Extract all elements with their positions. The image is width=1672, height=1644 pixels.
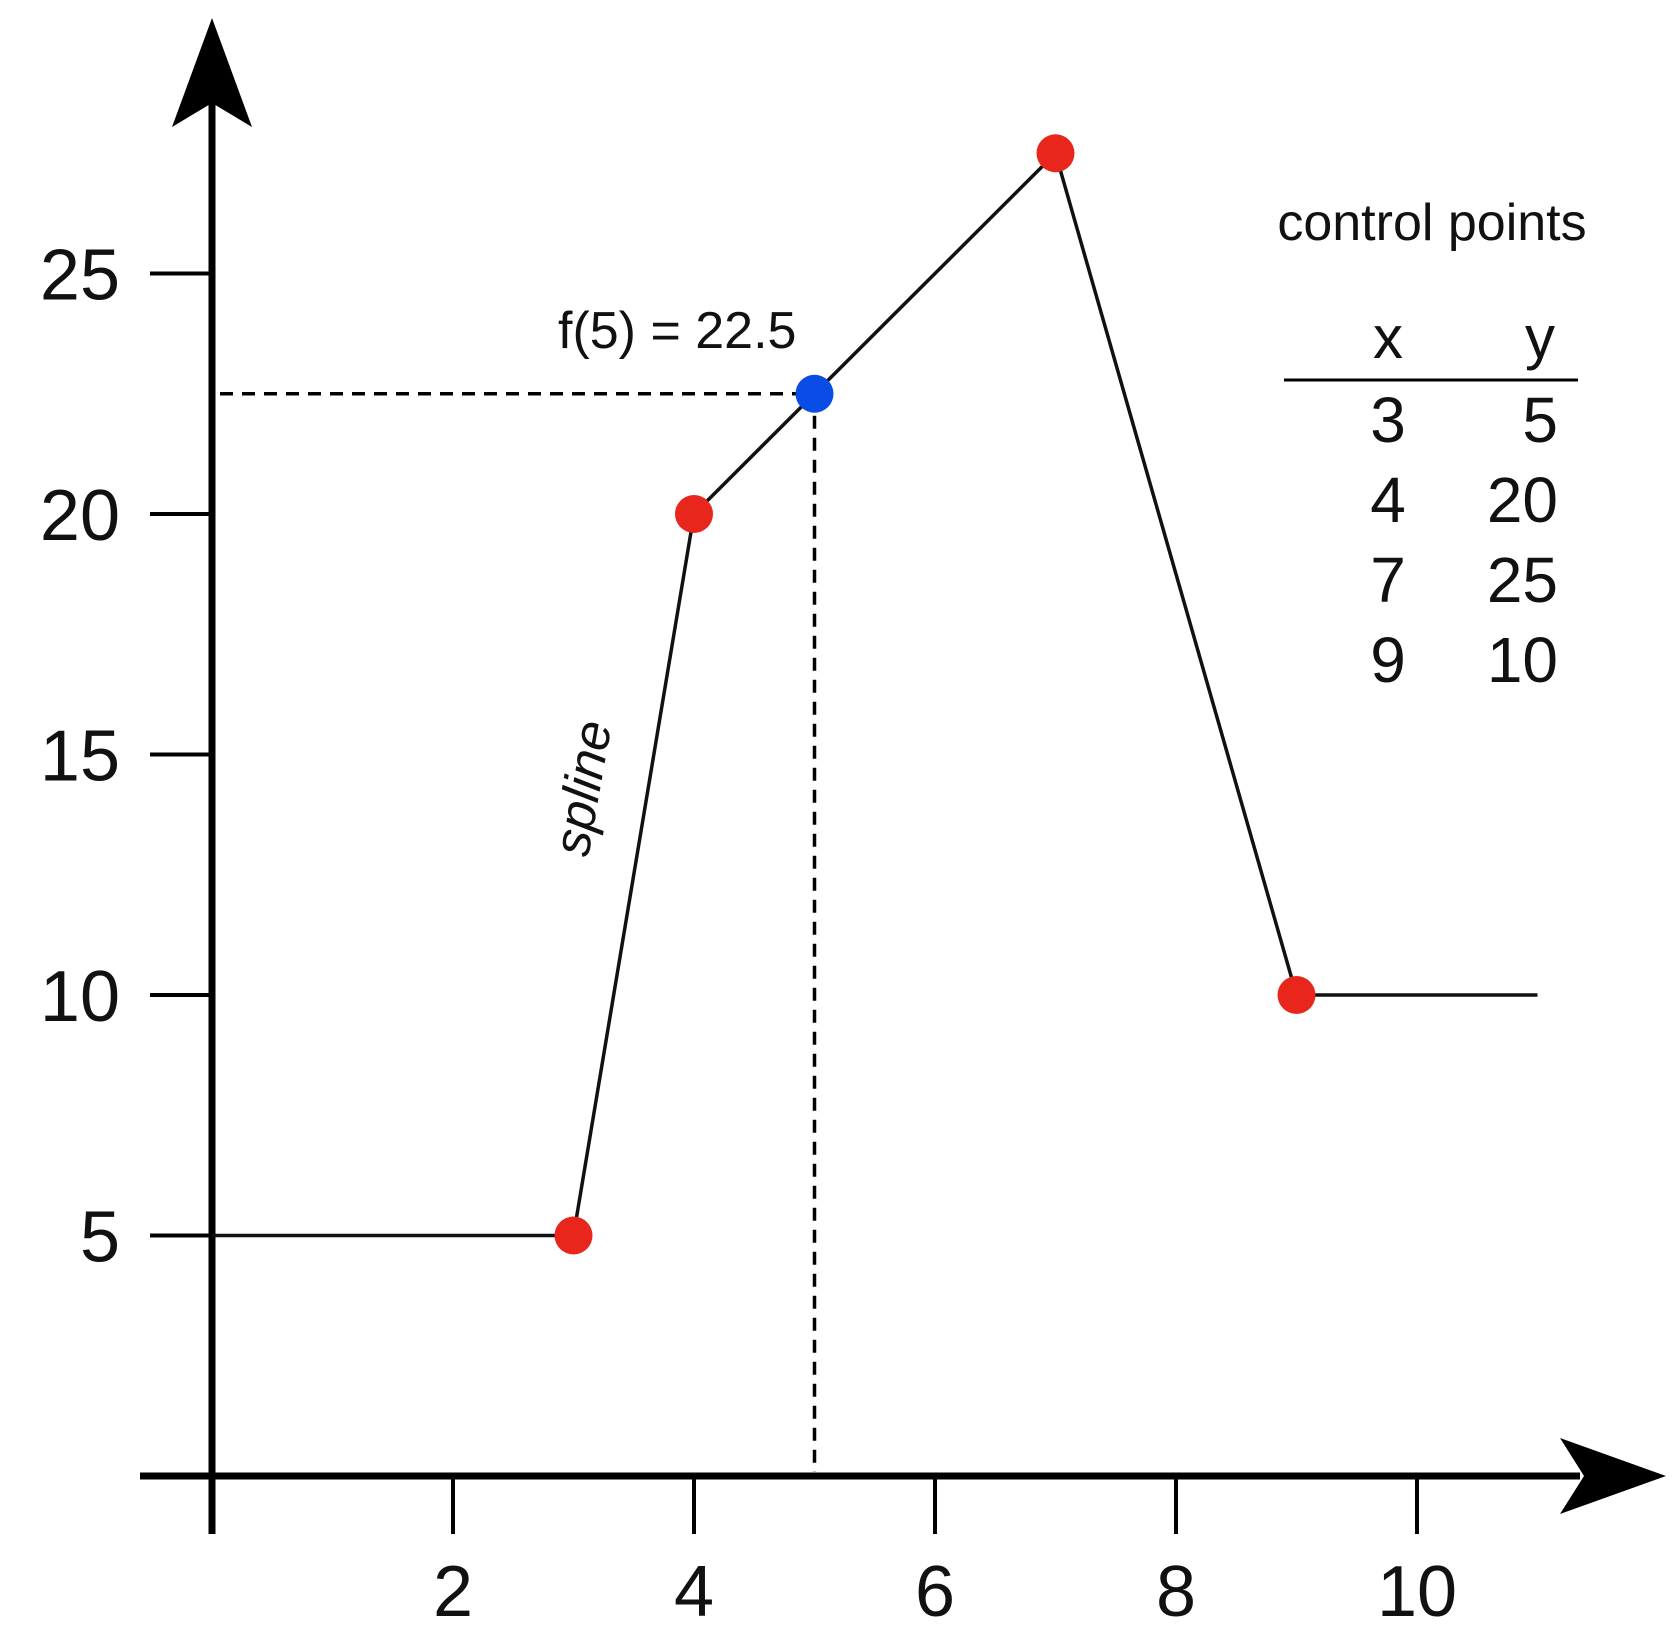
x-tick-label: 4: [674, 1552, 714, 1632]
table-header-y: y: [1525, 304, 1555, 371]
table-cell: 7: [1370, 544, 1406, 616]
evaluated-point: [795, 374, 834, 413]
y-tick-label: 15: [40, 717, 120, 797]
control-point: [1277, 976, 1316, 1014]
axes: [140, 18, 1666, 1534]
table-cell: 20: [1487, 464, 1558, 536]
data-points: [554, 134, 1316, 1255]
x-axis-arrowhead: [1560, 1438, 1666, 1514]
tick-marks: [150, 271, 1419, 1534]
y-tick-label: 5: [80, 1198, 120, 1278]
y-tick-label: 20: [40, 476, 120, 556]
series-label: spline: [543, 716, 624, 860]
x-tick-label: 2: [433, 1552, 473, 1632]
table-cell: 4: [1370, 464, 1406, 536]
table-cell: 3: [1370, 384, 1406, 456]
table-cell: 9: [1370, 624, 1406, 696]
table-cell: 10: [1487, 624, 1558, 696]
x-tick-label: 6: [915, 1552, 955, 1632]
table-cell: 5: [1522, 384, 1558, 456]
evaluated-point-label: f(5) = 22.5: [558, 302, 796, 360]
spline-line: [212, 151, 1538, 1238]
x-tick-label: 8: [1156, 1552, 1196, 1632]
x-tick-label: 10: [1377, 1552, 1457, 1632]
series-lines: [212, 151, 1538, 1238]
y-tick-label: 25: [40, 236, 120, 316]
table-title: control points: [1277, 194, 1586, 252]
table-header-x: x: [1373, 304, 1403, 371]
annotations: f(5) = 22.5 spline: [543, 302, 797, 860]
control-points-table: control points x y 3 5 4 20 7 25 9 10: [1277, 194, 1586, 696]
control-point: [675, 495, 713, 533]
tick-labels: 2 4 6 8 10 5 10 15 20 25: [40, 236, 1457, 1633]
control-point: [1036, 134, 1075, 173]
guide-lines: [220, 392, 817, 1472]
y-tick-label: 10: [40, 957, 120, 1037]
control-point: [554, 1216, 593, 1255]
y-axis-arrowhead: [172, 18, 252, 127]
table-cell: 25: [1487, 544, 1558, 616]
